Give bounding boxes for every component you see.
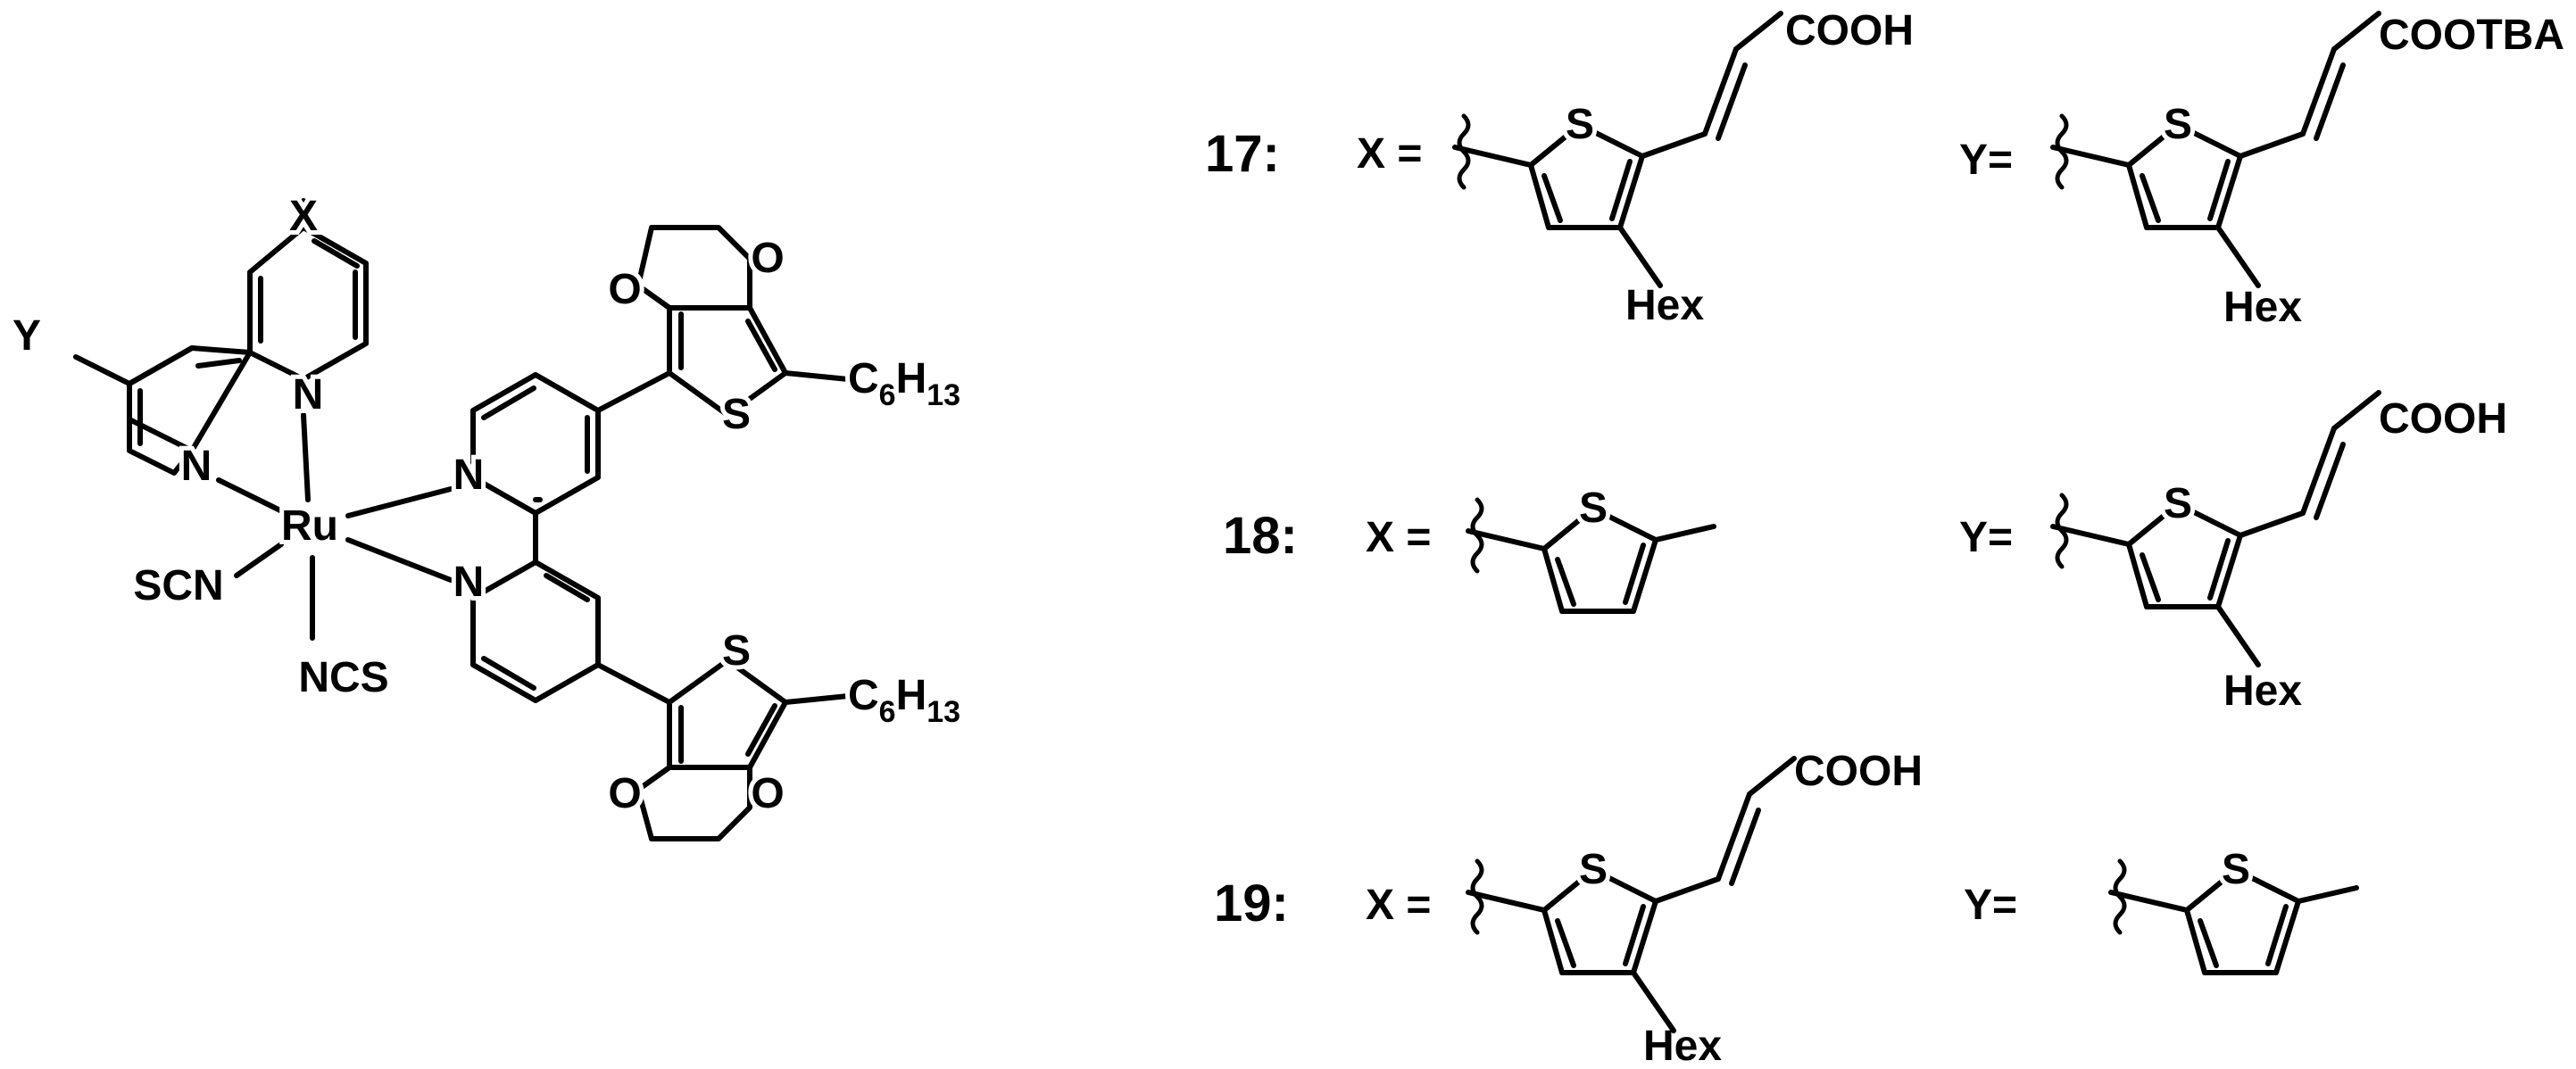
oxygen-label: O — [608, 266, 641, 313]
sulfur-label: S — [1579, 846, 1608, 893]
hexyl-label: Hex — [1643, 1023, 1722, 1069]
isothiocyanate-label: NCS — [298, 654, 388, 701]
hexyl-label: Hex — [2223, 667, 2302, 715]
x-equals-label: X = — [1366, 882, 1431, 929]
x-equals-label: X = — [1366, 514, 1431, 561]
carboxylic-acid-label: COOH — [1785, 7, 1914, 54]
y-thiophene-acrylic-acid-structure — [2053, 13, 2379, 286]
x-substituent-label: X — [289, 193, 318, 240]
sulfur-label: S — [1579, 485, 1608, 532]
compound-number-label: 19: — [1214, 874, 1289, 932]
y-equals-label: Y= — [1964, 882, 2017, 929]
sulfur-label: S — [1566, 101, 1594, 148]
carboxylic-acid-label: COOH — [1794, 748, 1923, 795]
nitrogen-label: N — [293, 371, 324, 418]
nitrogen-label: N — [181, 443, 212, 490]
oxygen-label: O — [751, 235, 784, 282]
thiocyanate-label: SCN — [133, 562, 223, 609]
ruthenium-label: Ru — [281, 502, 338, 550]
y-substituent-label: Y — [12, 312, 41, 360]
compound-row-19: 19: X = S Hex COOH Y= S — [1214, 748, 2356, 1069]
oxygen-label: O — [751, 770, 784, 817]
x-equals-label: X = — [1357, 130, 1422, 178]
compound-number-label: 17: — [1205, 125, 1280, 183]
ruthenium-complex: X Y N N Ru N N SCN NCS S S O O O O C6H13… — [8, 188, 965, 841]
hexyl-formula-label: C6H13 — [848, 355, 960, 412]
sulfur-label: S — [2164, 101, 2192, 148]
compound-number-label: 18: — [1223, 507, 1298, 565]
x-thiophene-acrylic-acid-structure — [1455, 13, 1781, 286]
nitrogen-label: N — [453, 452, 485, 499]
nitrogen-label: N — [453, 559, 485, 606]
x-thiophene-acrylic-acid-structure — [1468, 758, 1794, 1031]
hexyl-label: Hex — [1625, 282, 1704, 329]
sulfur-label: S — [2164, 480, 2192, 527]
hexyl-label: Hex — [2223, 284, 2302, 331]
carboxylic-acid-label: COOH — [2379, 395, 2507, 443]
sulfur-label: S — [722, 391, 751, 438]
sulfur-label: S — [2222, 846, 2250, 893]
compound-row-17: 17: X = S Hex COOH Y= S Hex COOTBA — [1205, 7, 2564, 331]
y-equals-label: Y= — [1959, 514, 2013, 561]
oxygen-label: O — [608, 770, 641, 817]
y-equals-label: Y= — [1959, 137, 2013, 184]
hexyl-formula-label: C6H13 — [848, 672, 960, 729]
tba-carboxylate-label: COOTBA — [2379, 12, 2564, 59]
sulfur-label: S — [722, 627, 751, 675]
y-thiophene-acrylic-acid-structure — [2053, 393, 2379, 665]
compound-row-18: 18: X = S Y= S Hex COOH — [1223, 393, 2507, 715]
